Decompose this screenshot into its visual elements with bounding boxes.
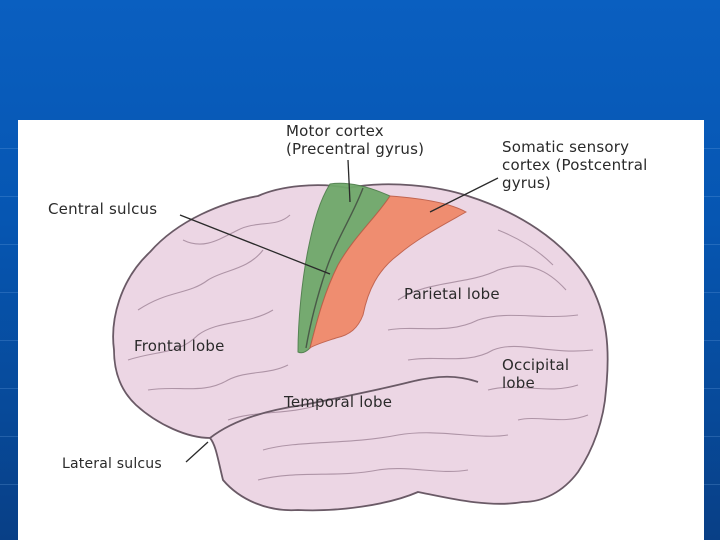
- label-parietal-lobe: Parietal lobe: [404, 285, 500, 303]
- label-central-sulcus: Central sulcus: [48, 200, 157, 218]
- label-motor-cortex: Motor cortex (Precentral gyrus): [286, 122, 424, 158]
- diagram-panel: Motor cortex (Precentral gyrus) Somatic …: [18, 120, 704, 540]
- label-frontal-lobe: Frontal lobe: [134, 337, 225, 355]
- label-occipital-lobe: Occipital lobe: [502, 356, 569, 392]
- label-somatic-sensory-cortex: Somatic sensory cortex (Postcentral gyru…: [502, 138, 648, 192]
- label-lateral-sulcus: Lateral sulcus: [62, 455, 162, 473]
- label-temporal-lobe: Temporal lobe: [284, 393, 392, 411]
